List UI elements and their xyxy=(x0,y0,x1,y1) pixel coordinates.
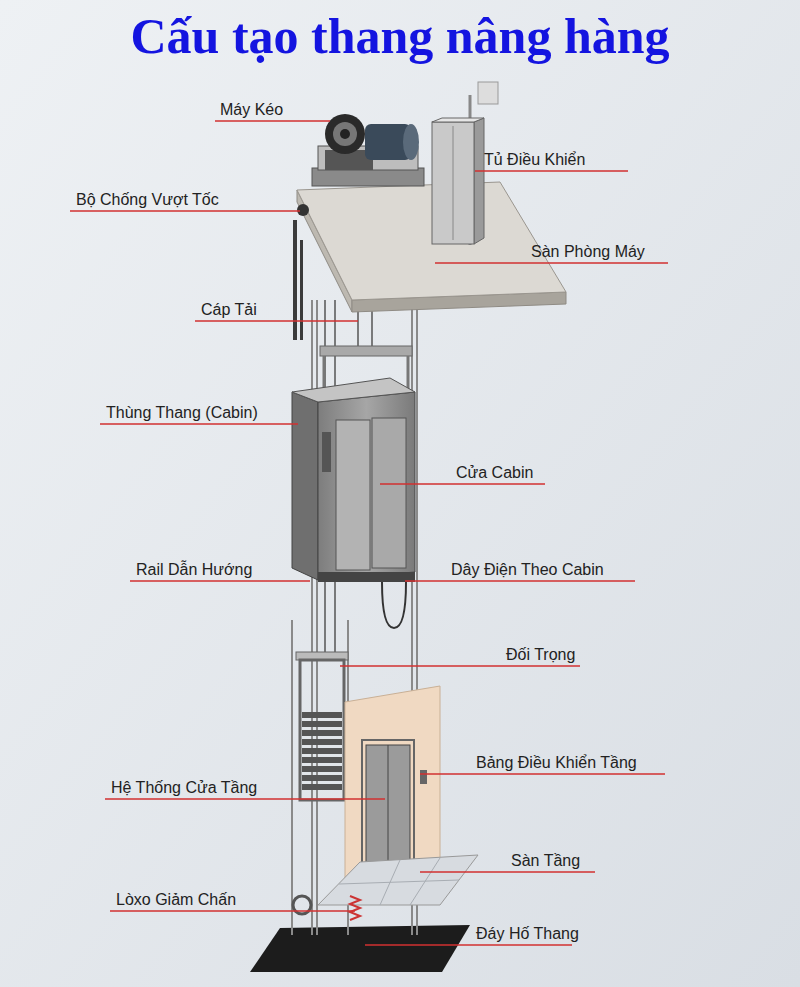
block xyxy=(302,766,342,772)
part-label: Rail Dẫn Hướng xyxy=(136,560,252,580)
rope xyxy=(293,220,297,340)
part-label: Sàn Tầng xyxy=(511,851,580,871)
leader-line xyxy=(435,262,668,264)
block xyxy=(302,721,342,727)
label-holder: Lòxo Giảm Chấn xyxy=(116,890,236,910)
switch-box xyxy=(478,82,498,104)
leader-line xyxy=(100,423,298,425)
leader-line xyxy=(215,120,330,122)
sheave-hub xyxy=(333,122,357,146)
motor-end xyxy=(403,124,419,160)
leader-line xyxy=(420,773,665,775)
part-label: Bộ Chống Vượt Tốc xyxy=(76,190,219,210)
label-holder: Tủ Điều Khiển xyxy=(484,150,585,170)
governor xyxy=(297,204,309,216)
block xyxy=(302,712,342,718)
label-holder: Sàn Phòng Máy xyxy=(531,242,645,262)
part-label: Tủ Điều Khiển xyxy=(484,150,585,170)
cabin-door xyxy=(336,420,370,570)
sheave xyxy=(325,114,365,154)
cabinet-front xyxy=(432,122,474,244)
part-label: Thùng Thang (Cabin) xyxy=(106,403,258,423)
title: Cấu tạo thang nâng hàng xyxy=(130,8,669,64)
crosshead xyxy=(320,346,412,356)
label-holder: Cáp Tải xyxy=(201,300,257,320)
block xyxy=(302,730,342,736)
label-holder: Bộ Chống Vượt Tốc xyxy=(76,190,219,210)
block xyxy=(302,757,342,763)
cabinet-side xyxy=(474,118,484,244)
label-holder: Rail Dẫn Hướng xyxy=(136,560,252,580)
governor-rope xyxy=(293,220,303,340)
cabin-front xyxy=(318,392,415,580)
travelling-cable xyxy=(382,582,406,628)
leader-line xyxy=(380,483,545,485)
part-label: Cửa Cabin xyxy=(456,463,533,483)
leader-line xyxy=(365,944,572,946)
pit-floor xyxy=(250,925,470,972)
title-holder: Cấu tạo thang nâng hàng xyxy=(0,6,800,66)
cabin-side xyxy=(292,392,318,580)
cabinet-top xyxy=(432,118,484,122)
block xyxy=(302,739,342,745)
block xyxy=(302,748,342,754)
cabinet-seam xyxy=(453,126,454,240)
label-holder: Bảng Điều Khiển Tầng xyxy=(476,753,637,773)
label-holder: Sàn Tầng xyxy=(511,851,580,871)
leader-line xyxy=(405,580,635,582)
leader-line xyxy=(130,580,310,582)
block xyxy=(302,784,342,790)
part-label: Cáp Tải xyxy=(201,300,257,320)
landing-floor xyxy=(318,855,478,905)
part-label: Lòxo Giảm Chấn xyxy=(116,890,236,910)
label-holder: Đáy Hố Thang xyxy=(476,924,579,944)
grid-line xyxy=(380,860,400,905)
cabin-apron xyxy=(318,572,415,582)
grid-line xyxy=(339,880,459,884)
part-label: Đáy Hố Thang xyxy=(476,924,579,944)
buffer-spring xyxy=(350,896,360,920)
label-holder: Máy Kéo xyxy=(220,100,283,120)
cabin-door xyxy=(372,418,406,568)
door-split xyxy=(388,745,389,863)
label-holder: Cửa Cabin xyxy=(456,463,533,483)
label-holder: Thùng Thang (Cabin) xyxy=(106,403,258,423)
block xyxy=(302,775,342,781)
leader-line xyxy=(195,320,358,322)
door-frame xyxy=(362,740,414,864)
rail xyxy=(291,620,293,935)
leader-line xyxy=(340,665,580,667)
leader-line xyxy=(70,210,300,212)
part-label: Hệ Thống Cửa Tầng xyxy=(111,778,257,798)
label-holder: Dây Điện Theo Cabin xyxy=(451,560,604,580)
label-holder: Đối Trọng xyxy=(506,645,575,665)
cabin-top xyxy=(292,378,415,402)
part-label: Sàn Phòng Máy xyxy=(531,242,645,262)
machine-base xyxy=(312,168,424,186)
grid-line xyxy=(410,858,440,905)
counterweight-blocks xyxy=(302,712,342,790)
sheave-axle xyxy=(340,129,350,139)
cabin-sling xyxy=(407,356,410,392)
part-label: Máy Kéo xyxy=(220,100,283,120)
leader-line xyxy=(475,170,628,172)
leader-line xyxy=(110,910,355,912)
leader-lines xyxy=(70,121,668,945)
hall-button xyxy=(420,770,427,784)
part-label: Bảng Điều Khiển Tầng xyxy=(476,753,637,773)
rope xyxy=(300,240,303,340)
leader-line xyxy=(105,798,385,800)
counterweight-frame xyxy=(300,660,344,800)
part-label: Đối Trọng xyxy=(506,645,575,665)
part-label: Dây Điện Theo Cabin xyxy=(451,560,604,580)
car-panel xyxy=(322,432,331,472)
label-holder: Hệ Thống Cửa Tầng xyxy=(111,778,257,798)
leader-line xyxy=(420,871,595,873)
landing-door xyxy=(366,745,410,863)
